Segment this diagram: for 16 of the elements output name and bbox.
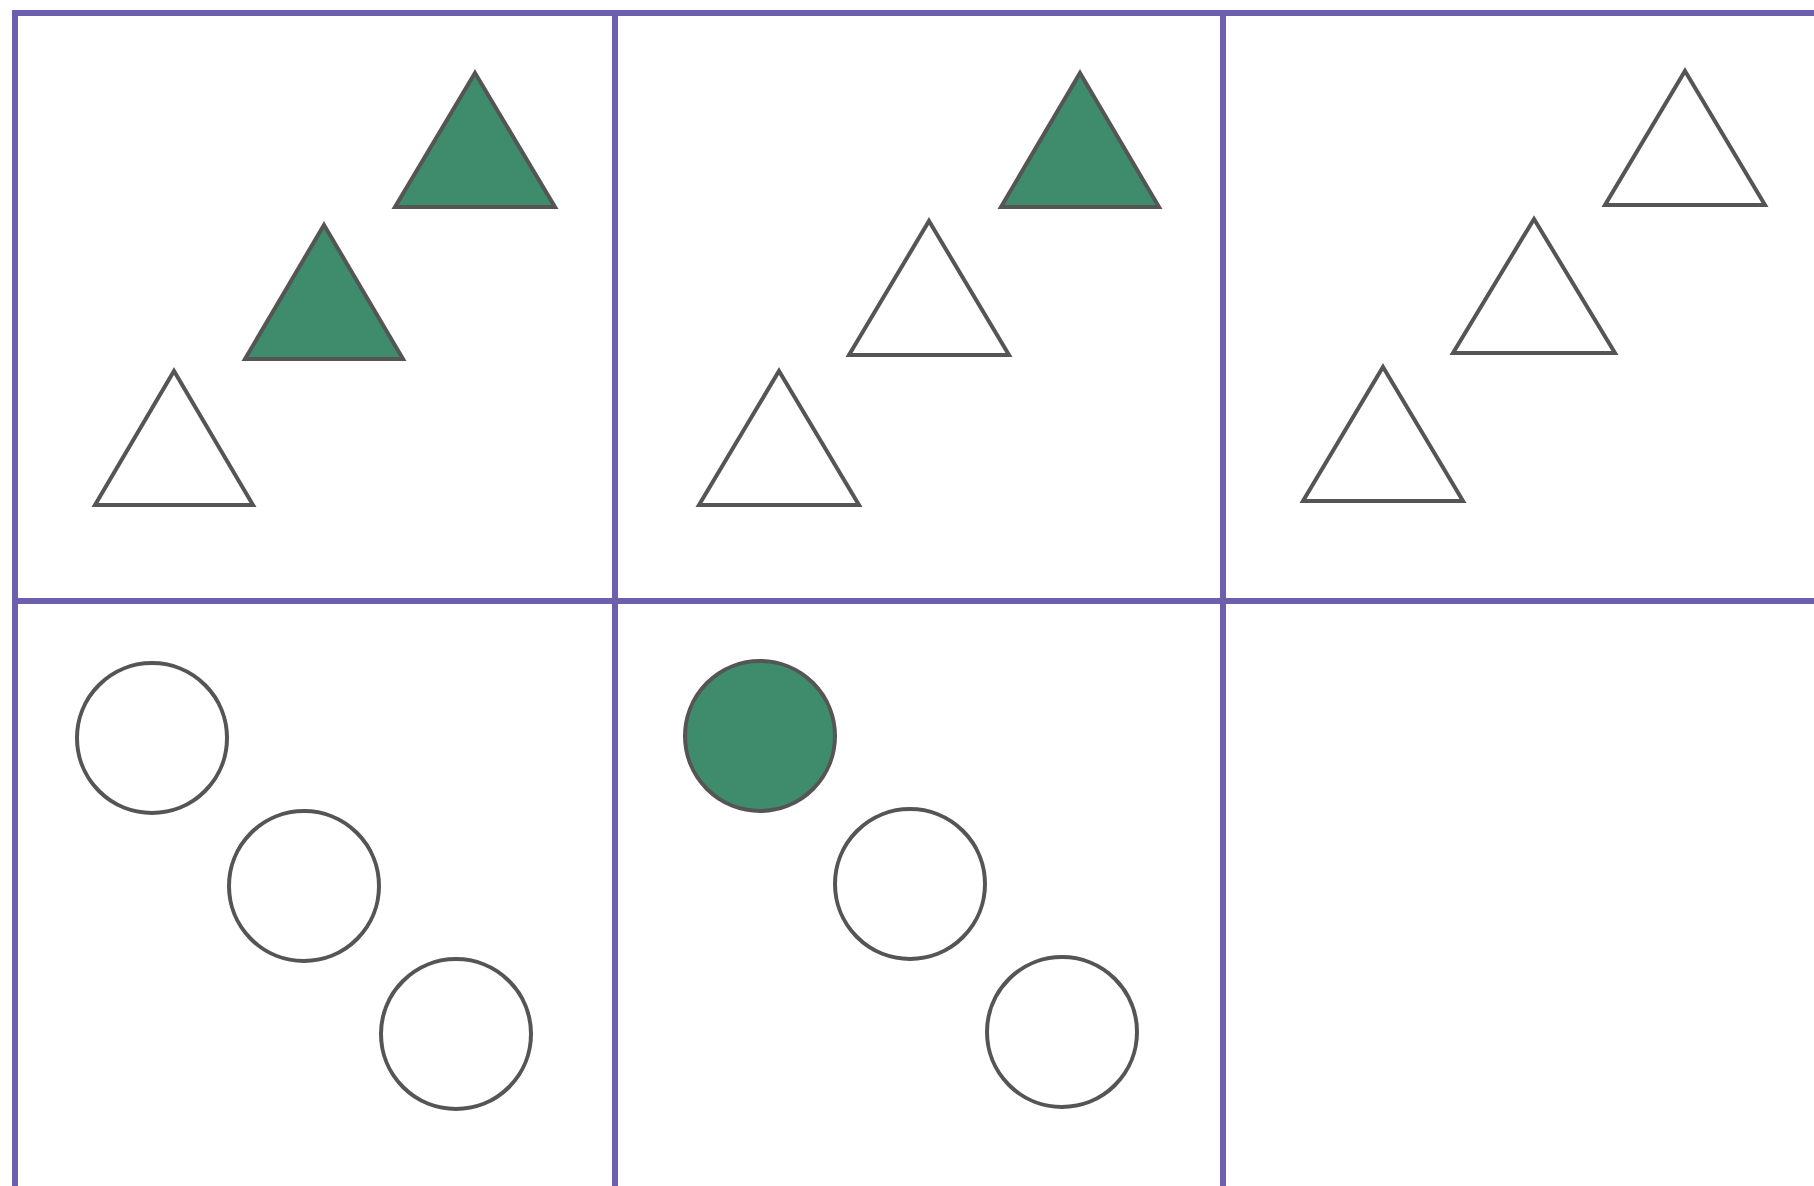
outline-triangle [846, 218, 1012, 358]
outline-circle [832, 806, 988, 962]
outline-circle [984, 954, 1140, 1110]
outline-triangle [1602, 68, 1768, 208]
shaded-triangle [242, 222, 406, 362]
outline-triangle [696, 368, 862, 508]
shaded-circle [682, 658, 838, 814]
outline-triangle [1300, 364, 1466, 504]
shaded-triangle [998, 70, 1162, 210]
outline-circle [378, 956, 534, 1112]
outline-circle [226, 808, 382, 964]
outline-triangle [1450, 216, 1618, 356]
outline-circle [74, 660, 230, 816]
outline-triangle [92, 368, 256, 508]
shaded-triangle [392, 70, 558, 210]
puzzle-panel [612, 598, 1226, 1186]
